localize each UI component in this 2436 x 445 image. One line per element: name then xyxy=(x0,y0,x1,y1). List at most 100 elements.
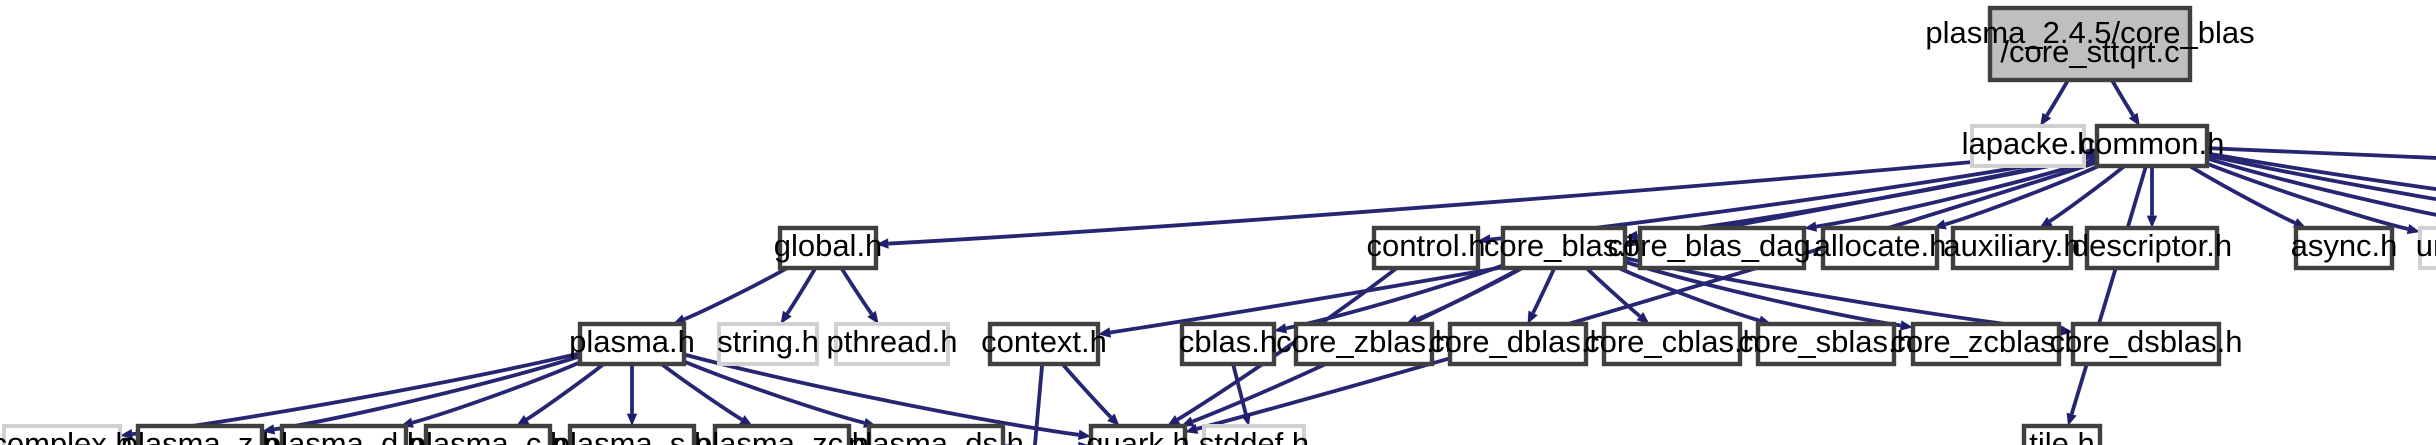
graph-edge xyxy=(1617,266,1761,323)
node-label-core_cblas: core_cblas.h xyxy=(1584,324,1760,359)
edge-arrowhead xyxy=(2146,215,2158,228)
graph-node-unistd[interactable]: unistd.h xyxy=(2416,226,2436,270)
node-box-core_zblas[interactable] xyxy=(1293,321,1435,367)
node-label-core_blas_dag: core_blas_dag.h xyxy=(1607,228,1836,263)
node-box-async[interactable] xyxy=(2293,225,2395,271)
graph-node-common[interactable]: common.h xyxy=(2080,123,2225,169)
graph-edge xyxy=(660,362,743,422)
graph-edge xyxy=(1060,362,1113,419)
node-label-common: common.h xyxy=(2080,126,2225,161)
graph-node-context[interactable]: context.h xyxy=(981,321,1107,367)
edge-arrowhead xyxy=(1405,314,1420,325)
graph-node-core_zcblas[interactable]: core_zcblas.h xyxy=(1890,321,2082,367)
node-box-string[interactable] xyxy=(717,322,819,366)
node-label-auxiliary: auxiliary.h xyxy=(1943,228,2080,263)
node-box-lapacke[interactable] xyxy=(1970,124,2086,168)
graph-node-plasma_z[interactable]: plasma_z.h xyxy=(121,423,280,445)
edge-arrowhead xyxy=(262,424,276,435)
node-box-core_dblas[interactable] xyxy=(1447,321,1589,367)
graph-edge xyxy=(2069,165,2148,415)
node-box-stddef[interactable] xyxy=(1202,424,1306,445)
graph-node-control[interactable]: control.h xyxy=(1367,225,1486,271)
node-box-unistd[interactable] xyxy=(2418,226,2436,270)
graph-node-pthread[interactable]: pthread.h xyxy=(827,322,958,366)
node-box-plasma_zc[interactable] xyxy=(712,423,852,445)
node-box-control[interactable] xyxy=(1371,225,1481,271)
graph-node-core_dsblas[interactable]: core_dsblas.h xyxy=(2049,321,2243,367)
graph-node-core_blas[interactable]: core_blas.h xyxy=(1484,225,1644,271)
node-box-plasma_c[interactable] xyxy=(423,423,553,445)
node-box-core_sblas[interactable] xyxy=(1755,321,1897,367)
node-box-tile[interactable] xyxy=(2021,423,2103,445)
graph-edge xyxy=(683,359,865,425)
graph-node-plasma[interactable]: plasma.h xyxy=(569,321,695,367)
graph-node-plasma_c[interactable]: plasma_c.h xyxy=(409,423,568,445)
graph-node-async[interactable]: async.h xyxy=(2291,225,2398,271)
graph-node-plasma_s[interactable]: plasma_s.h xyxy=(553,423,712,445)
graph-node-cblas[interactable]: cblas.h xyxy=(1179,321,1277,367)
node-box-core_blas[interactable] xyxy=(1500,225,1628,271)
graph-node-global[interactable]: global.h xyxy=(774,225,883,271)
graph-edge xyxy=(2206,156,2436,217)
graph-edge xyxy=(839,266,874,315)
graph-node-complex[interactable]: complex.h xyxy=(0,424,133,445)
node-label-plasma_s: plasma_s.h xyxy=(553,426,712,445)
graph-edge xyxy=(2048,164,2126,223)
node-box-plasma_s[interactable] xyxy=(567,423,697,445)
graph-node-plasma_zc[interactable]: plasma_zc.h xyxy=(695,423,869,445)
node-label-complex: complex.h xyxy=(0,426,133,445)
node-label-plasma_c: plasma_c.h xyxy=(409,426,568,445)
node-box-core_zcblas[interactable] xyxy=(1910,321,2062,367)
edge-arrowhead xyxy=(2060,325,2073,336)
graph-edge xyxy=(2188,164,2296,225)
edge-arrowhead xyxy=(516,414,530,426)
edge-arrowhead xyxy=(1636,312,1650,324)
graph-node-lapacke[interactable]: lapacke.h xyxy=(1962,124,2095,168)
node-box-global[interactable] xyxy=(777,225,879,271)
node-box-plasma_z[interactable] xyxy=(135,423,265,445)
edge-arrowhead xyxy=(2292,218,2307,228)
graph-node-core_sblas[interactable]: core_sblas.h xyxy=(1738,321,1914,367)
edge-arrowhead xyxy=(1167,415,1181,426)
graph-node-core_blas_dag[interactable]: core_blas_dag.h xyxy=(1607,225,1837,271)
graph-node-plasma_ds[interactable]: plasma_ds.h xyxy=(848,423,1024,445)
graph-node-allocate[interactable]: allocate.h xyxy=(1814,225,1947,271)
node-box-descriptor[interactable] xyxy=(2084,225,2220,271)
graph-edge xyxy=(1196,160,2098,431)
edge-arrowhead xyxy=(120,428,133,440)
graph-edge xyxy=(1416,266,1524,322)
node-label-global: global.h xyxy=(774,228,883,263)
node-box-core_dsblas[interactable] xyxy=(2070,321,2222,367)
node-box-complex[interactable] xyxy=(2,424,122,445)
edge-arrowhead xyxy=(1899,320,1913,331)
node-box-plasma_d[interactable] xyxy=(279,423,409,445)
graph-node-auxiliary[interactable]: auxiliary.h xyxy=(1943,225,2081,271)
graph-node-string[interactable]: string.h xyxy=(717,322,819,366)
node-box-allocate[interactable] xyxy=(1820,225,1940,271)
node-box-core_blas_dag[interactable] xyxy=(1637,225,1807,271)
graph-node-core_cblas[interactable]: core_cblas.h xyxy=(1584,321,1760,367)
node-box-quark[interactable] xyxy=(1088,423,1188,445)
graph-node-plasma_d[interactable]: plasma_d.h xyxy=(264,423,424,445)
node-box-context[interactable] xyxy=(987,321,1101,367)
graph-node-core_dblas[interactable]: core_dblas.h xyxy=(1429,321,1607,367)
graph-node-root[interactable]: plasma_2.4.5/core_blas/core_sttqrt.c xyxy=(1925,5,2255,83)
graph-node-tile[interactable]: tile.h xyxy=(2021,423,2103,445)
node-box-common[interactable] xyxy=(2094,123,2210,169)
graph-edge xyxy=(1531,267,1557,314)
graph-node-core_zblas[interactable]: core_zblas.h xyxy=(1276,321,1452,367)
graph-node-quark[interactable]: quark.h xyxy=(1086,423,1190,445)
node-box-root[interactable] xyxy=(1987,5,2193,83)
graph-node-descriptor[interactable]: descriptor.h xyxy=(2072,225,2232,271)
node-box-cblas[interactable] xyxy=(1179,321,1277,367)
node-box-pthread[interactable] xyxy=(834,322,950,366)
graph-node-stddef[interactable]: stddef.h xyxy=(1199,424,1309,445)
edge-arrowhead xyxy=(2406,223,2420,235)
node-box-plasma[interactable] xyxy=(577,321,687,367)
graph-edge xyxy=(2045,79,2070,117)
node-box-core_cblas[interactable] xyxy=(1601,321,1743,367)
node-label-plasma_z: plasma_z.h xyxy=(121,426,280,445)
node-box-plasma_ds[interactable] xyxy=(866,423,1006,445)
node-box-auxiliary[interactable] xyxy=(1950,225,2074,271)
